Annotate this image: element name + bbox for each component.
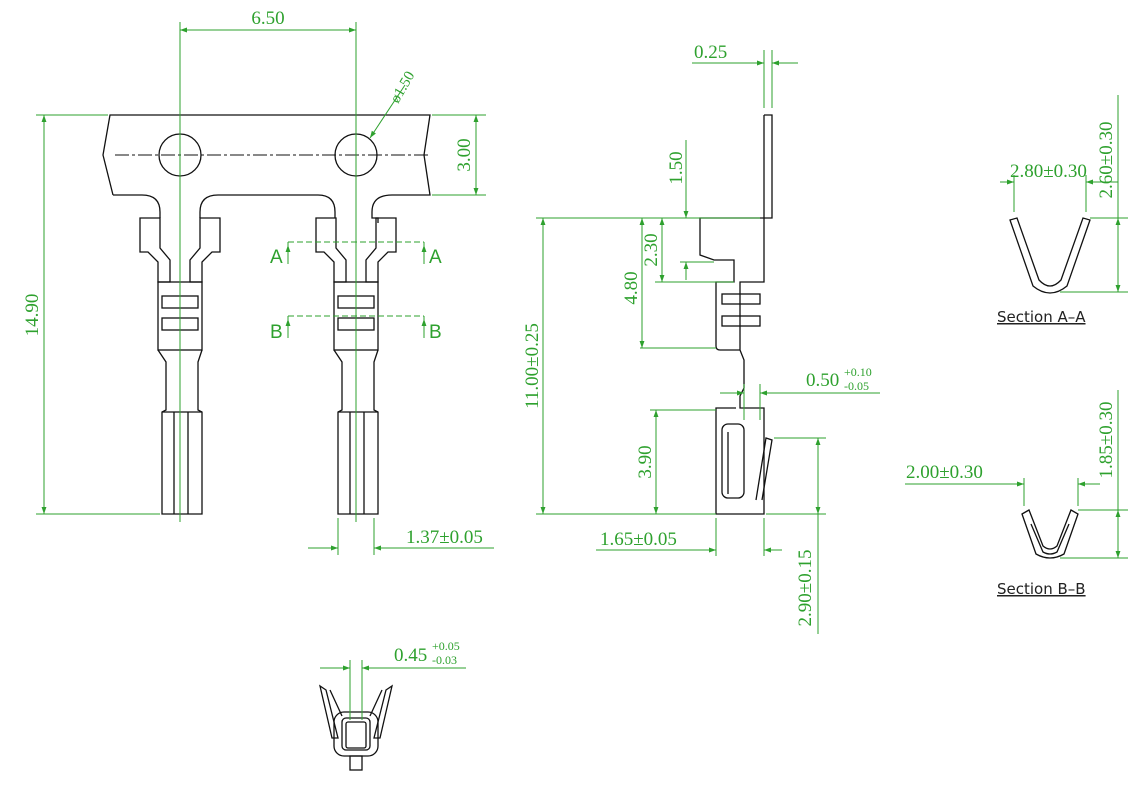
side-view: 0.25 1.50 2.30 4.80 11.00±0.25 0.50 +0.1… bbox=[522, 42, 880, 634]
dim-end-tol-lower: -0.03 bbox=[432, 653, 457, 667]
dim-bb-width: 2.00±0.30 bbox=[906, 462, 983, 483]
dim-aa-width: 2.80±0.30 bbox=[1010, 161, 1087, 182]
section-mark-b-right: B bbox=[429, 322, 442, 343]
dim-offset-tol-upper: +0.10 bbox=[844, 365, 872, 379]
dim-terminal-width: 1.37±0.05 bbox=[406, 527, 483, 548]
dim-width: 1.65±0.05 bbox=[600, 529, 677, 550]
end-view: 0.45 +0.05 -0.03 bbox=[318, 639, 466, 771]
section-mark-a-right: A bbox=[429, 247, 442, 268]
section-mark-a-left: A bbox=[270, 247, 283, 268]
dim-end-tol-upper: +0.05 bbox=[432, 639, 460, 653]
terminal-left bbox=[139, 217, 221, 515]
dim-bb-height: 1.85±0.30 bbox=[1096, 402, 1117, 479]
section-aa: 2.80±0.30 2.60±0.30 Section A–A bbox=[997, 95, 1128, 326]
dim-offset-tol-lower: -0.05 bbox=[844, 379, 869, 393]
end-view-tab bbox=[349, 755, 363, 771]
dim-2-30: 2.30 bbox=[641, 233, 662, 266]
section-aa-profile bbox=[1009, 217, 1091, 294]
dim-length: 11.00±0.25 bbox=[522, 323, 543, 409]
dim-1-50: 1.50 bbox=[666, 151, 687, 184]
carrier-strip bbox=[102, 114, 431, 223]
section-bb-profile bbox=[1021, 509, 1079, 559]
side-lance bbox=[755, 437, 773, 501]
dim-offset-base: 0.50 bbox=[806, 370, 839, 391]
dim-height: 2.90±0.15 bbox=[795, 550, 816, 627]
side-window bbox=[721, 423, 745, 499]
dim-aa-height: 2.60±0.30 bbox=[1096, 122, 1117, 199]
section-bb-label: Section B–B bbox=[997, 580, 1086, 598]
section-bb: 2.00±0.30 1.85±0.30 Section B–B bbox=[905, 390, 1128, 598]
front-view: 6.50 ø1.50 3.00 14.90 1.37±0.05 A A bbox=[22, 8, 494, 555]
section-mark-b-left: B bbox=[270, 322, 283, 343]
end-view-wing-left bbox=[318, 684, 339, 739]
dim-3-90: 3.90 bbox=[635, 445, 656, 478]
side-slot-2 bbox=[721, 315, 761, 327]
dim-thickness: 0.25 bbox=[694, 42, 727, 63]
dim-4-80: 4.80 bbox=[621, 271, 642, 304]
dim-end-base: 0.45 bbox=[394, 645, 427, 666]
section-aa-label: Section A–A bbox=[997, 308, 1086, 326]
side-slot-1 bbox=[721, 293, 761, 305]
end-view-wing-right bbox=[373, 684, 394, 739]
dim-carrier-height: 3.00 bbox=[454, 138, 475, 171]
dim-hole-diameter: ø1.50 bbox=[388, 69, 419, 106]
side-profile bbox=[699, 114, 773, 515]
dim-overall-length: 14.90 bbox=[22, 294, 43, 337]
dim-pitch: 6.50 bbox=[251, 8, 284, 29]
